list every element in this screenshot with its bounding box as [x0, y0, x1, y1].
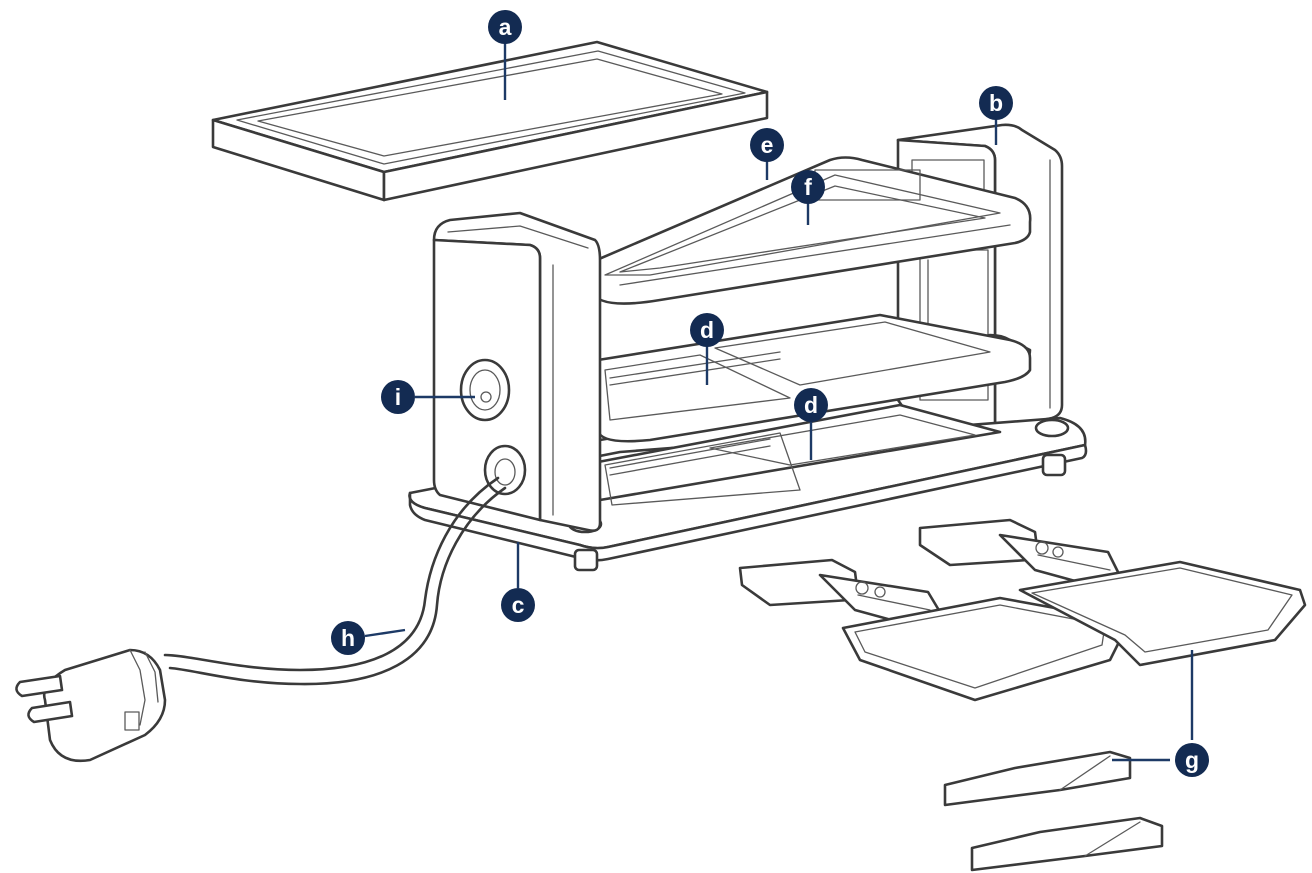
- callout-g: g: [1175, 743, 1209, 777]
- raclette-pan-right: [918, 518, 1307, 667]
- spatula-upper: [943, 750, 1132, 807]
- callout-e: e: [750, 128, 784, 162]
- svg-text:a: a: [499, 14, 512, 40]
- callout-b: b: [979, 86, 1013, 120]
- svg-text:d: d: [804, 392, 818, 418]
- callout-i: i: [381, 380, 415, 414]
- svg-text:f: f: [804, 174, 812, 200]
- cable-grommet: [483, 444, 527, 496]
- callout-a: a: [488, 10, 522, 44]
- callout-d-upper: d: [690, 313, 724, 347]
- svg-text:g: g: [1185, 747, 1199, 773]
- callout-c: c: [501, 588, 535, 622]
- top-grill-plate: [211, 40, 769, 202]
- svg-text:i: i: [395, 384, 401, 410]
- svg-text:e: e: [761, 132, 774, 158]
- svg-text:d: d: [700, 317, 714, 343]
- svg-text:b: b: [989, 90, 1003, 116]
- callout-f: f: [791, 170, 825, 204]
- power-switch: [459, 358, 511, 422]
- power-cable: [163, 476, 507, 686]
- power-plug: [15, 648, 167, 763]
- raclette-pan-left: [738, 558, 1122, 702]
- svg-text:c: c: [512, 592, 525, 618]
- callout-h: h: [331, 621, 365, 655]
- svg-text:h: h: [341, 625, 355, 651]
- callout-d-lower: d: [794, 388, 828, 422]
- spatula-lower: [970, 816, 1164, 872]
- leader-lines: [364, 42, 1194, 762]
